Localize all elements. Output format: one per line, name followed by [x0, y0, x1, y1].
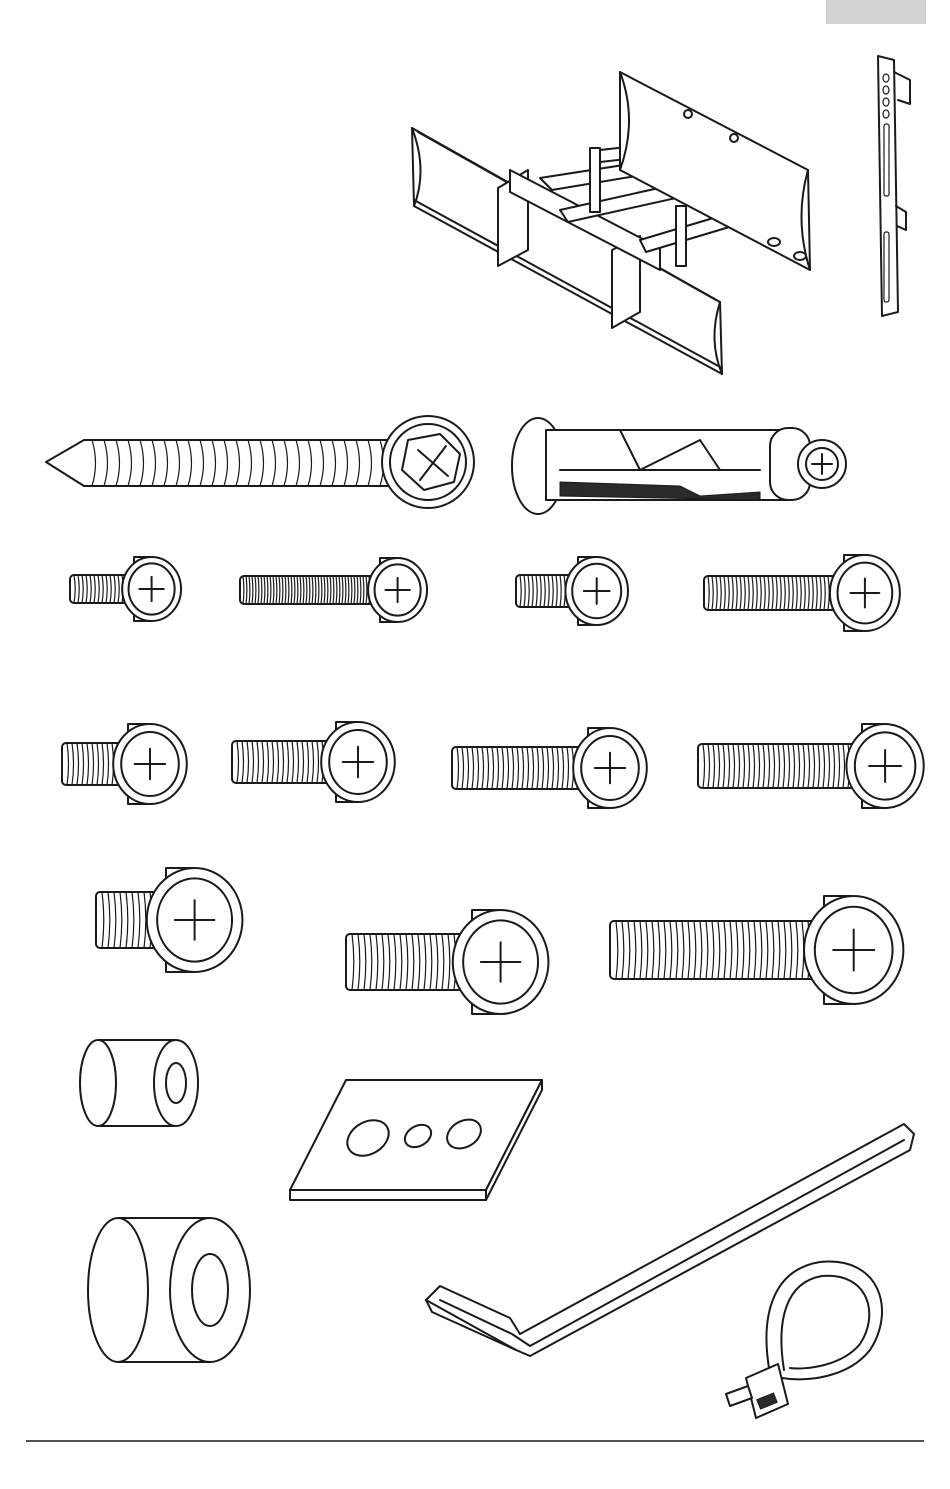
small-spacer-icon: [80, 1040, 198, 1126]
short-screw-a-icon: [70, 557, 181, 621]
long-screw-b-icon: [704, 555, 900, 631]
long-screw-a-icon: [240, 558, 427, 622]
medium-screw-d-icon: [698, 724, 924, 808]
medium-screw-a-icon: [62, 724, 187, 804]
tv-bracket-rail-icon: [878, 56, 910, 316]
large-screw-b-icon: [346, 910, 548, 1014]
large-screw-a-icon: [96, 868, 242, 972]
large-spacer-icon: [88, 1218, 250, 1362]
swing-arm-wall-mount-icon: [412, 72, 810, 374]
cable-tie-icon: [726, 1262, 882, 1418]
medium-screw-b-icon: [232, 722, 395, 802]
lag-bolt-icon: [46, 416, 474, 508]
short-screw-b-icon: [516, 557, 628, 625]
page-corner-tab: [826, 0, 926, 24]
washer-plate-icon: [290, 1080, 542, 1200]
medium-screw-c-icon: [452, 728, 647, 808]
wall-anchor-icon: [512, 418, 846, 514]
large-screw-c-icon: [610, 896, 903, 1004]
